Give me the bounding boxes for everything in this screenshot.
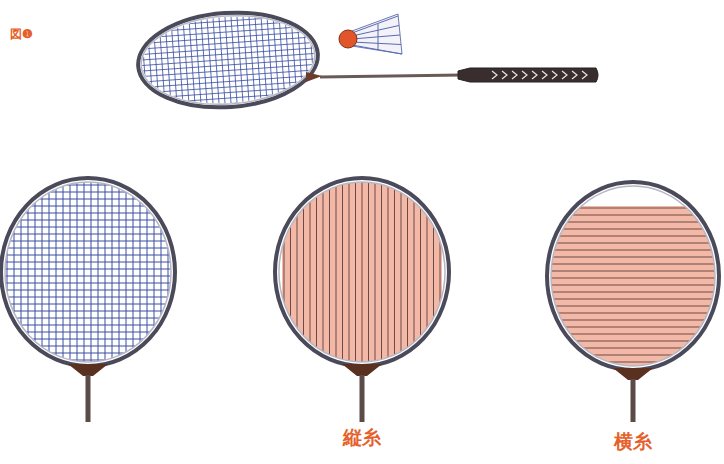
main-string-label: 縦糸 bbox=[343, 428, 381, 447]
racket-frame bbox=[275, 178, 449, 422]
racket-shaft bbox=[320, 75, 462, 77]
racket-frame bbox=[547, 182, 719, 422]
racket-frame bbox=[1, 178, 175, 422]
cross-strings bbox=[545, 206, 724, 382]
racket-grip bbox=[458, 68, 598, 82]
racket-strings bbox=[130, 3, 327, 116]
shuttlecock bbox=[339, 14, 402, 54]
figure-number: 図❶ bbox=[10, 28, 33, 40]
racket-frame bbox=[135, 7, 321, 113]
racket-strings bbox=[0, 175, 180, 375]
racket-throat bbox=[306, 72, 322, 82]
cross-string-label: 横糸 bbox=[614, 432, 652, 451]
